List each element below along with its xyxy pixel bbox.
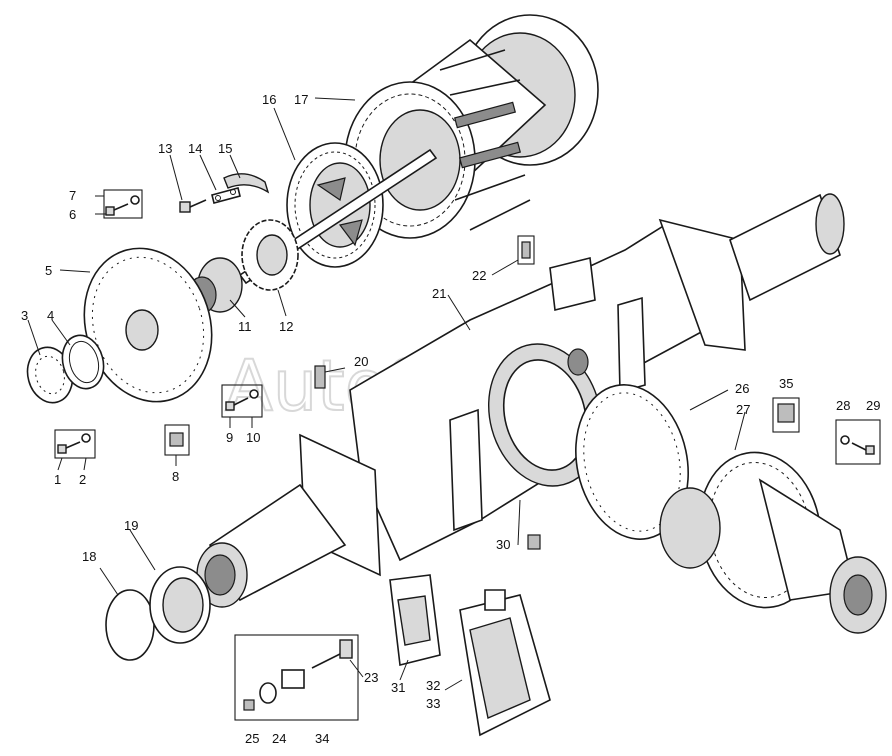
planetary-carrier-16: [286, 142, 384, 268]
bolt-box-6-7: [103, 189, 143, 219]
bolt-box-1-2: [54, 429, 96, 459]
callout-10: 10: [246, 430, 260, 445]
o-ring-18: [105, 589, 155, 661]
callout-15: 15: [218, 141, 232, 156]
callout-19: 19: [124, 518, 138, 533]
callout-34: 34: [315, 731, 329, 746]
callout-32: 32: [426, 678, 440, 693]
bolt-box-9-10: [221, 384, 263, 418]
nut-box-8: [164, 424, 190, 456]
brake-lining-32-33: [459, 589, 551, 737]
callout-16: 16: [262, 92, 276, 107]
callout-35: 35: [779, 376, 793, 391]
callout-25: 25: [245, 731, 259, 746]
callout-26: 26: [735, 381, 749, 396]
callout-5: 5: [45, 263, 52, 278]
callout-3: 3: [21, 308, 28, 323]
callout-13: 13: [158, 141, 172, 156]
fitting-22: [517, 235, 535, 265]
disc-plate-5: [83, 247, 213, 403]
callout-31: 31: [391, 680, 405, 695]
callout-12: 12: [279, 319, 293, 334]
callout-20: 20: [354, 354, 368, 369]
seal-ring-4: [61, 334, 105, 390]
callout-17: 17: [294, 92, 308, 107]
nut-35: [772, 397, 800, 433]
bolt-13: [179, 199, 207, 213]
ring-gear-hub-17: [344, 14, 599, 239]
sun-gear-12: [241, 219, 299, 291]
left-axle-tube: [196, 433, 381, 608]
leader-lines: [27, 97, 746, 691]
callout-30: 30: [496, 537, 510, 552]
fitting-30: [527, 534, 541, 550]
bolt-box-28-29: [835, 419, 881, 465]
callout-7: 7: [69, 188, 76, 203]
callout-14: 14: [188, 141, 202, 156]
seal-19: [149, 566, 211, 644]
callout-labels: 1 2 3 4 5 6 7 8 9 10 11 12 13 14 15 16 1…: [21, 92, 880, 746]
callout-1: 1: [54, 472, 61, 487]
plug-20: [314, 365, 326, 389]
callout-22: 22: [472, 268, 486, 283]
callout-27: 27: [736, 402, 750, 417]
callout-28: 28: [836, 398, 850, 413]
callout-21: 21: [432, 286, 446, 301]
callout-6: 6: [69, 207, 76, 222]
callout-2: 2: [79, 472, 86, 487]
callout-11: 11: [238, 319, 252, 334]
right-axle-tube: [658, 193, 845, 351]
brake-shoe-31: [389, 574, 441, 666]
callout-23: 23: [364, 670, 378, 685]
callout-18: 18: [82, 549, 96, 564]
gasket-26: [575, 384, 689, 540]
differential-27: [659, 451, 887, 634]
callout-24: 24: [272, 731, 286, 746]
bolt-box-23-34: [234, 634, 359, 721]
callout-29: 29: [866, 398, 880, 413]
callout-8: 8: [172, 469, 179, 484]
lock-plate-14: [211, 187, 241, 204]
callout-9: 9: [226, 430, 233, 445]
callout-4: 4: [47, 308, 54, 323]
callout-33: 33: [426, 696, 440, 711]
